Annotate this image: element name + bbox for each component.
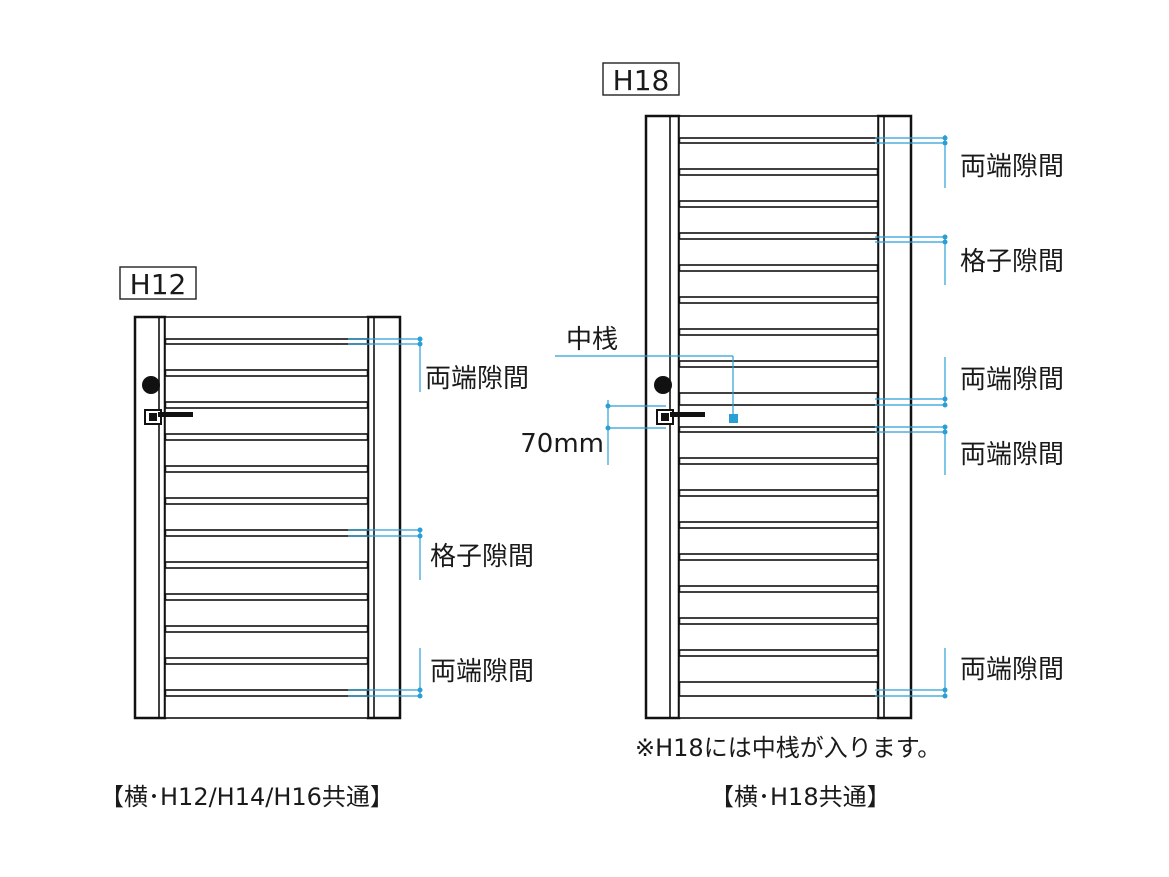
right-gate-tag-box	[602, 62, 680, 96]
right-gate-upper-slats	[678, 142, 879, 394]
right-gate-note: ※H18には中桟が入ります。	[635, 734, 941, 762]
left-gate: H12	[100, 266, 534, 811]
left-gate-slat	[164, 343, 369, 371]
right-gate-slat	[678, 366, 879, 394]
left-gate-bottom-gap-label: 両端隙間	[430, 657, 534, 687]
right-gate-slat	[678, 238, 879, 266]
left-gate-latch-stile	[366, 315, 402, 720]
left-gate-bottom-rail	[164, 695, 369, 719]
right-gate-slat	[678, 655, 879, 683]
right-gate-offset-label: 70mm	[520, 429, 604, 459]
right-gate-slat	[678, 559, 879, 587]
right-gate-center-lower-label: 両端隙間	[960, 440, 1064, 470]
right-gate: H18	[520, 62, 1064, 811]
right-gate-slat	[678, 527, 879, 555]
right-gate-caption: 【横･H18共通】	[710, 783, 891, 811]
left-gate-slat	[164, 471, 369, 499]
right-gate-dim-center-upper	[875, 357, 948, 408]
right-gate-handle-icon	[656, 409, 705, 425]
left-gate-handle-icon	[144, 409, 193, 425]
left-gate-top-rail	[164, 316, 369, 340]
right-gate-slat	[678, 206, 879, 234]
right-gate-bottom-rail	[678, 695, 879, 719]
right-gate-center-upper-label: 両端隙間	[960, 365, 1064, 395]
right-gate-middle-rail-label: 中桟	[566, 325, 618, 355]
right-gate-mid-gap-label: 格子隙間	[960, 247, 1064, 277]
left-gate-slat	[164, 663, 369, 691]
right-gate-dim-bottom	[875, 648, 948, 699]
right-gate-slat	[678, 463, 879, 491]
right-gate-tag: H18	[613, 64, 670, 97]
right-gate-middle-rail-leader	[555, 355, 738, 423]
left-gate-dim-mid	[348, 527, 423, 580]
right-gate-slat	[678, 302, 879, 330]
left-gate-dim-top	[348, 336, 423, 392]
left-gate-slat	[164, 375, 369, 403]
right-gate-top-rail	[678, 115, 879, 139]
left-gate-slat	[164, 407, 369, 435]
right-gate-top-gap-label: 両端隙間	[960, 152, 1064, 182]
left-gate-caption: 【横･H12/H14/H16共通】	[100, 783, 394, 811]
right-gate-slat	[678, 495, 879, 523]
right-gate-slat	[678, 334, 879, 362]
left-gate-lock-icon	[142, 376, 160, 394]
right-gate-offset-dim	[605, 400, 666, 465]
right-gate-slat	[678, 591, 879, 619]
right-gate-slat	[678, 174, 879, 202]
right-gate-dim-mid	[875, 234, 948, 285]
left-gate-slat	[164, 631, 369, 659]
left-gate-mid-gap-label: 格子隙間	[430, 542, 534, 572]
left-gate-top-gap-label: 両端隙間	[425, 364, 529, 394]
right-gate-lower-slats	[678, 431, 879, 683]
right-gate-middle-rail	[678, 404, 879, 428]
left-gate-tag: H12	[130, 268, 187, 301]
right-gate-dim-top	[875, 135, 948, 188]
right-gate-bottom-gap-label: 両端隙間	[960, 655, 1064, 685]
left-gate-slat	[164, 439, 369, 467]
left-gate-tag-box	[119, 266, 197, 300]
right-gate-lock-icon	[654, 376, 672, 394]
right-gate-slat	[678, 142, 879, 170]
left-gate-slat	[164, 599, 369, 627]
left-gate-slats	[164, 343, 369, 691]
left-gate-slat	[164, 503, 369, 531]
right-gate-dim-center-lower	[875, 424, 948, 475]
right-gate-latch-stile	[876, 114, 913, 720]
left-gate-slat	[164, 567, 369, 595]
left-gate-dim-bottom	[348, 648, 423, 699]
right-gate-slat	[678, 431, 879, 459]
right-gate-slat	[678, 623, 879, 651]
left-gate-slat	[164, 535, 369, 563]
right-gate-slat	[678, 270, 879, 298]
